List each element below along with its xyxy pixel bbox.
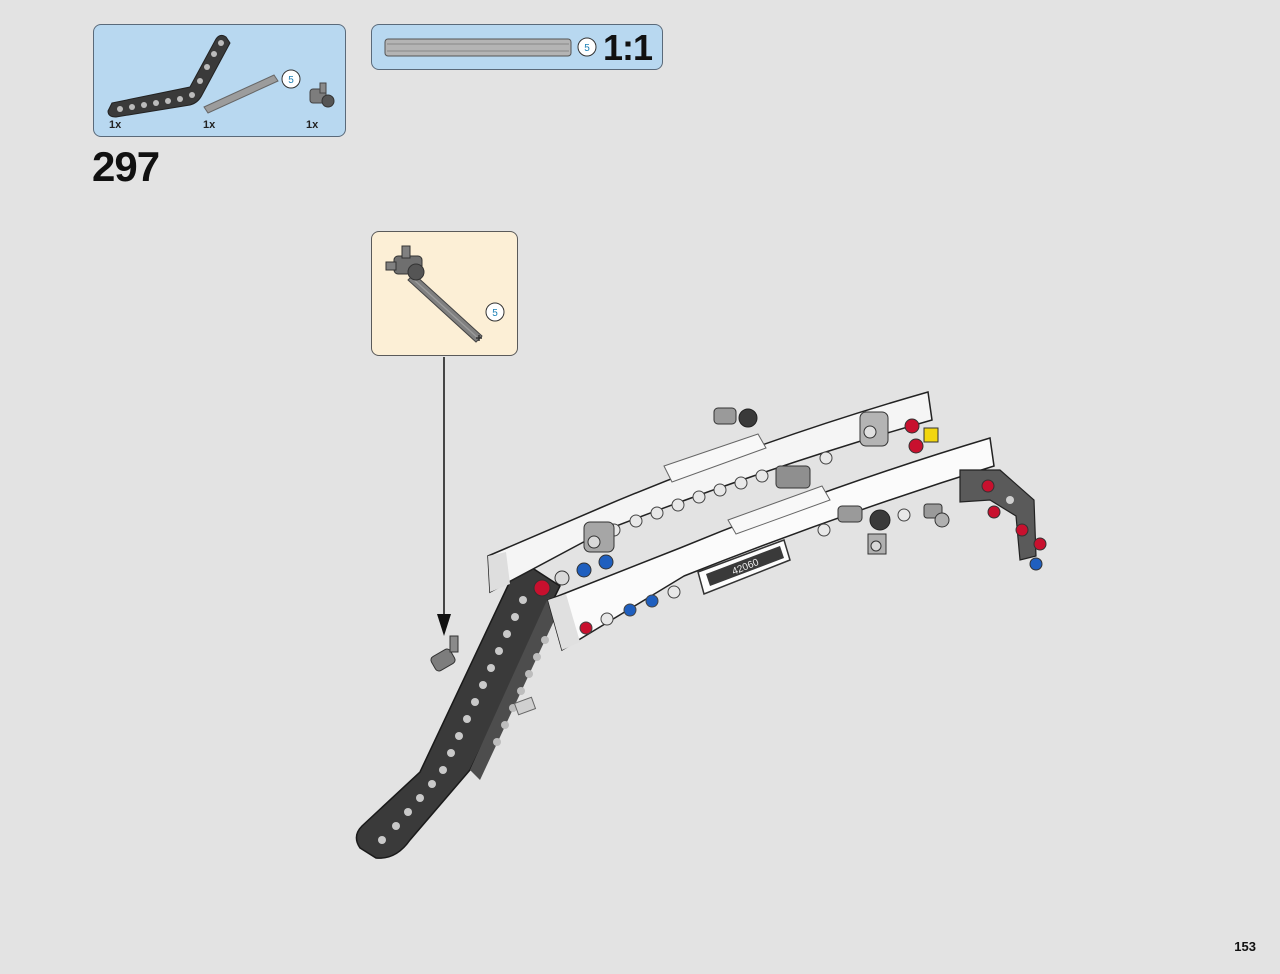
- svg-text:5: 5: [492, 308, 498, 319]
- white-beam-back: [487, 391, 933, 594]
- parts-list-illustration: 5: [107, 34, 335, 118]
- black-beam-assembly: [355, 558, 561, 859]
- parts-qty-axle: 1x: [203, 119, 216, 131]
- insertion-arrow-icon: [437, 357, 451, 636]
- sub-length-badge-icon: 5: [485, 302, 505, 322]
- top-connectors: [533, 407, 950, 597]
- sub-assembly-illustration: 5: [385, 245, 505, 343]
- parts-qty-connector: 1x: [306, 119, 319, 131]
- sub-assembly-box: 5: [371, 231, 518, 356]
- length-badge-5-icon: 5: [281, 69, 301, 89]
- svg-text:5: 5: [288, 75, 294, 86]
- black-angled-beam-icon: [107, 34, 231, 118]
- parts-qty-beam: 1x: [109, 119, 122, 131]
- white-beam-front: 42060: [547, 437, 995, 652]
- scale-length-badge-icon: 5: [577, 37, 597, 57]
- label-tile: 42060: [697, 539, 791, 596]
- axle-connector-icon: [309, 82, 335, 108]
- svg-text:5: 5: [584, 43, 590, 54]
- scale-text: 1:1: [602, 27, 653, 68]
- step-number: 297: [92, 143, 160, 190]
- scale-callout: 5 1:1: [371, 24, 663, 70]
- black-beam-lower-holes: [493, 636, 549, 746]
- axle-connector-part-icon: [430, 635, 459, 672]
- axle-length-5-icon: [203, 74, 279, 114]
- right-grey-liftarm: [959, 469, 1047, 571]
- scale-axle-illustration: 5: [384, 37, 597, 57]
- parts-list-box: 5 1x 1x 1x: [93, 24, 346, 137]
- page-number: 153: [1234, 939, 1256, 954]
- axle-with-connector-icon: [385, 245, 483, 343]
